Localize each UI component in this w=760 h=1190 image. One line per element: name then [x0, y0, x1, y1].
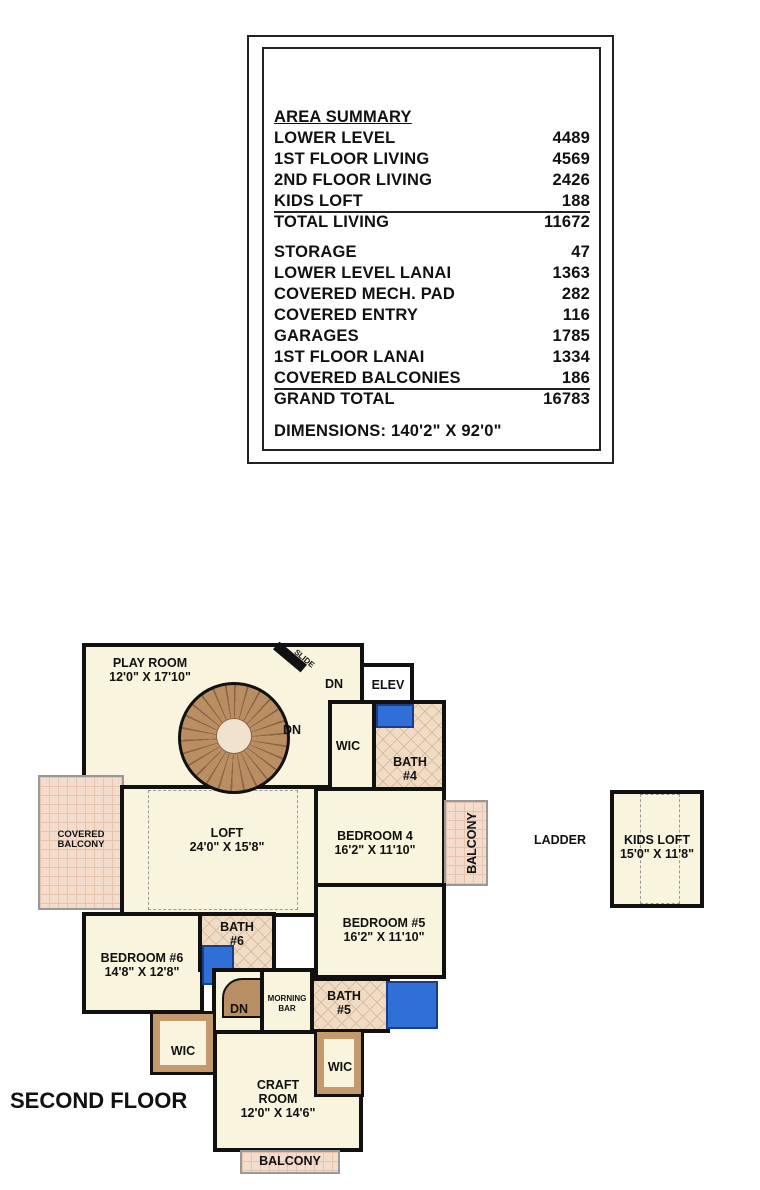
area-summary-frame: [247, 35, 614, 464]
label-elev: ELEV: [371, 678, 405, 692]
bath-5: [310, 977, 390, 1033]
kids-loft: [610, 790, 704, 908]
summary-label: LOWER LEVEL LANAI: [274, 264, 452, 282]
summary-label: GRAND TOTAL: [274, 390, 395, 408]
summary-label: COVERED ENTRY: [274, 306, 419, 324]
balcony-bottom: [240, 1150, 340, 1174]
loft: [120, 785, 318, 917]
summary-row: GRAND TOTAL 16783: [274, 389, 590, 409]
summary-label: LOWER LEVEL: [274, 129, 396, 147]
label-dn-slide: DN: [324, 677, 344, 691]
summary-row: 1ST FLOOR LANAI 1334: [274, 347, 590, 367]
summary-row: COVERED ENTRY 116: [274, 305, 590, 325]
summary-value: 1363: [552, 264, 590, 282]
label-balcony-bottom: BALCONY: [259, 1154, 321, 1168]
dimensions-text: DIMENSIONS: 140'2" X 92'0": [274, 422, 502, 440]
label-bath-4: BATH#4: [393, 755, 427, 783]
summary-value: 1785: [552, 327, 590, 345]
wic-upper: [328, 700, 376, 792]
staircase-center: [216, 718, 252, 754]
summary-row: GARAGES 1785: [274, 326, 590, 346]
label-dn-small: DN: [229, 1002, 249, 1016]
small-staircase-icon: [222, 978, 262, 1018]
summary-row: COVERED BALCONIES 186: [274, 368, 590, 390]
summary-value: 11672: [544, 213, 590, 231]
summary-label: KIDS LOFT: [274, 192, 363, 210]
summary-row: 1ST FLOOR LIVING 4569: [274, 149, 590, 169]
bedroom-4: [314, 787, 446, 887]
label-dn: DN: [282, 723, 302, 737]
kids-loft-line: [640, 794, 680, 904]
label-balcony-right: BALCONY: [465, 812, 479, 874]
wic-right: [314, 1029, 364, 1097]
summary-value: 2426: [552, 171, 590, 189]
summary-row: STORAGE 47: [274, 242, 590, 262]
summary-value: 4489: [552, 129, 590, 147]
label-wic-right: WIC: [327, 1060, 353, 1074]
covered-balcony: [38, 775, 124, 910]
summary-value: 186: [561, 369, 590, 387]
summary-value: 188: [561, 192, 590, 210]
summary-value: 4569: [552, 150, 590, 168]
summary-row: KIDS LOFT 188: [274, 191, 590, 213]
summary-value: 16783: [543, 390, 590, 408]
dimensions: DIMENSIONS: 140'2" X 92'0": [274, 421, 590, 441]
label-wic: WIC: [335, 739, 361, 753]
summary-row: TOTAL LIVING 11672: [274, 212, 590, 232]
label-bath-5: BATH#5: [327, 989, 361, 1017]
summary-value: 47: [571, 243, 590, 261]
bedroom-6: [82, 912, 204, 1014]
label-wic-left: WIC: [170, 1044, 196, 1058]
floor-title: SECOND FLOOR: [10, 1088, 188, 1113]
shower-icon: [386, 981, 438, 1029]
summary-label: STORAGE: [274, 243, 357, 261]
area-summary-title: AREA SUMMARY: [274, 107, 590, 127]
balcony-right: [444, 800, 488, 886]
summary-value: 116: [562, 306, 590, 324]
summary-row: LOWER LEVEL LANAI 1363: [274, 263, 590, 283]
summary-row: COVERED MECH. PAD 282: [274, 284, 590, 304]
summary-label: 2ND FLOOR LIVING: [274, 171, 433, 189]
title-text: AREA SUMMARY: [274, 108, 412, 126]
wic-left: [150, 1011, 216, 1075]
summary-label: 1ST FLOOR LANAI: [274, 348, 425, 366]
summary-value: 1334: [552, 348, 590, 366]
label-bath-6: BATH#6: [220, 920, 254, 948]
summary-row: LOWER LEVEL 4489: [274, 128, 590, 148]
summary-label: 1ST FLOOR LIVING: [274, 150, 430, 168]
summary-row: 2ND FLOOR LIVING 2426: [274, 170, 590, 190]
shower-icon: [376, 704, 414, 728]
label-ladder: LADDER: [533, 833, 587, 847]
summary-label: TOTAL LIVING: [274, 213, 390, 231]
summary-label: COVERED BALCONIES: [274, 369, 461, 387]
summary-label: COVERED MECH. PAD: [274, 285, 455, 303]
summary-value: 282: [561, 285, 590, 303]
summary-label: GARAGES: [274, 327, 359, 345]
area-summary-inner-frame: [262, 47, 601, 451]
